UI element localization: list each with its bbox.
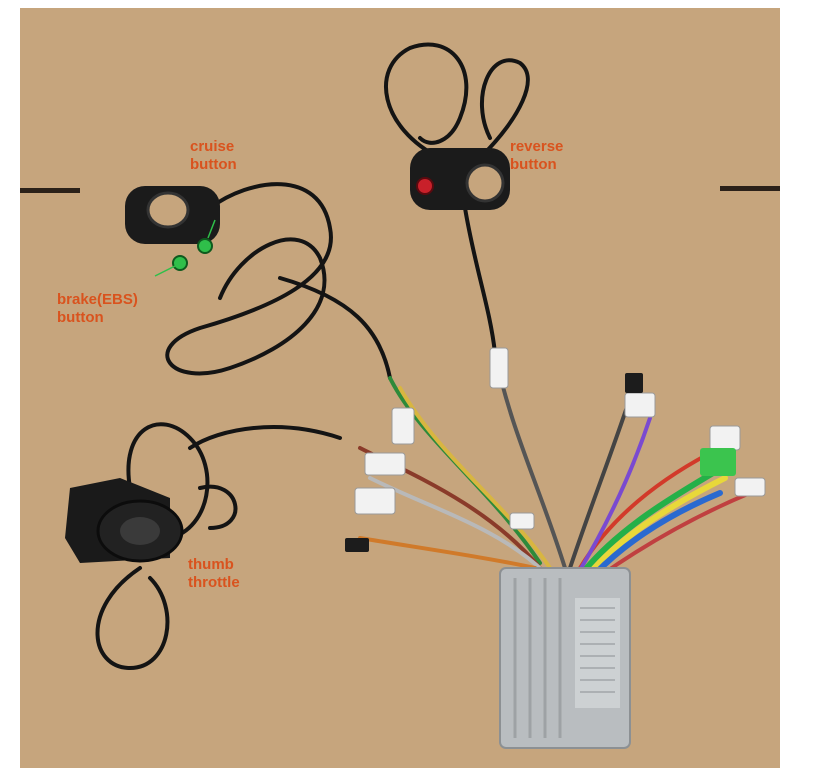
throttle-cable-loop-1	[126, 422, 210, 540]
connector-right-1	[624, 392, 656, 418]
switch-housing	[125, 186, 220, 277]
connector-black-top	[625, 373, 643, 393]
brake-label-line1: brake(EBS)	[57, 291, 138, 308]
product-photo: cruise button brake(EBS) button reverse …	[20, 8, 780, 768]
throttle-cable-out	[188, 425, 342, 450]
throttle-cable-loop-2	[95, 566, 170, 671]
cruise-button-icon	[197, 238, 213, 254]
connector-right-3	[734, 477, 766, 497]
brake-label-line2: button	[57, 309, 104, 326]
cruise-label-line1: cruise	[190, 138, 235, 155]
reverse-label-line1: reverse	[510, 138, 564, 155]
controller-box	[499, 567, 631, 749]
cruise-button-label: cruise button	[190, 138, 237, 174]
reverse-cable-loop-1	[384, 42, 469, 160]
connector-throttle-2	[354, 487, 396, 515]
connector-switch	[391, 407, 415, 445]
connector-throttle-1	[364, 452, 406, 476]
cardboard-seam-right	[720, 186, 780, 191]
cruise-label-line2: button	[190, 156, 237, 173]
reverse-housing	[410, 148, 510, 210]
brake-button-icon	[172, 255, 188, 271]
cardboard-seam-left	[20, 188, 80, 193]
connector-reverse	[489, 347, 509, 389]
reverse-cable-loop-2	[478, 58, 530, 160]
connectors	[354, 347, 766, 530]
connector-right-2	[709, 425, 741, 451]
wiring-kit-illustration	[20, 42, 780, 749]
connector-mid	[509, 512, 535, 530]
switch-cable-down	[278, 276, 392, 380]
black-cables	[95, 42, 530, 671]
switch-cable-coil	[165, 182, 333, 376]
brake-button-label: brake(EBS) button	[57, 291, 138, 327]
reverse-button-icon	[416, 177, 434, 195]
throttle-cable-loop-3	[198, 484, 238, 530]
thumb-label-line1: thumb	[188, 556, 234, 573]
reverse-label-line2: button	[510, 156, 557, 173]
thumb-throttle-label: thumb throttle	[188, 556, 240, 592]
controller-wires	[358, 351, 752, 578]
thumb-throttle	[65, 478, 184, 563]
thumb-label-line2: throttle	[188, 574, 240, 591]
reverse-button-label: reverse button	[510, 138, 563, 174]
reverse-cable-down	[463, 206, 497, 355]
connector-green	[700, 448, 736, 476]
connector-black-left	[345, 538, 369, 552]
